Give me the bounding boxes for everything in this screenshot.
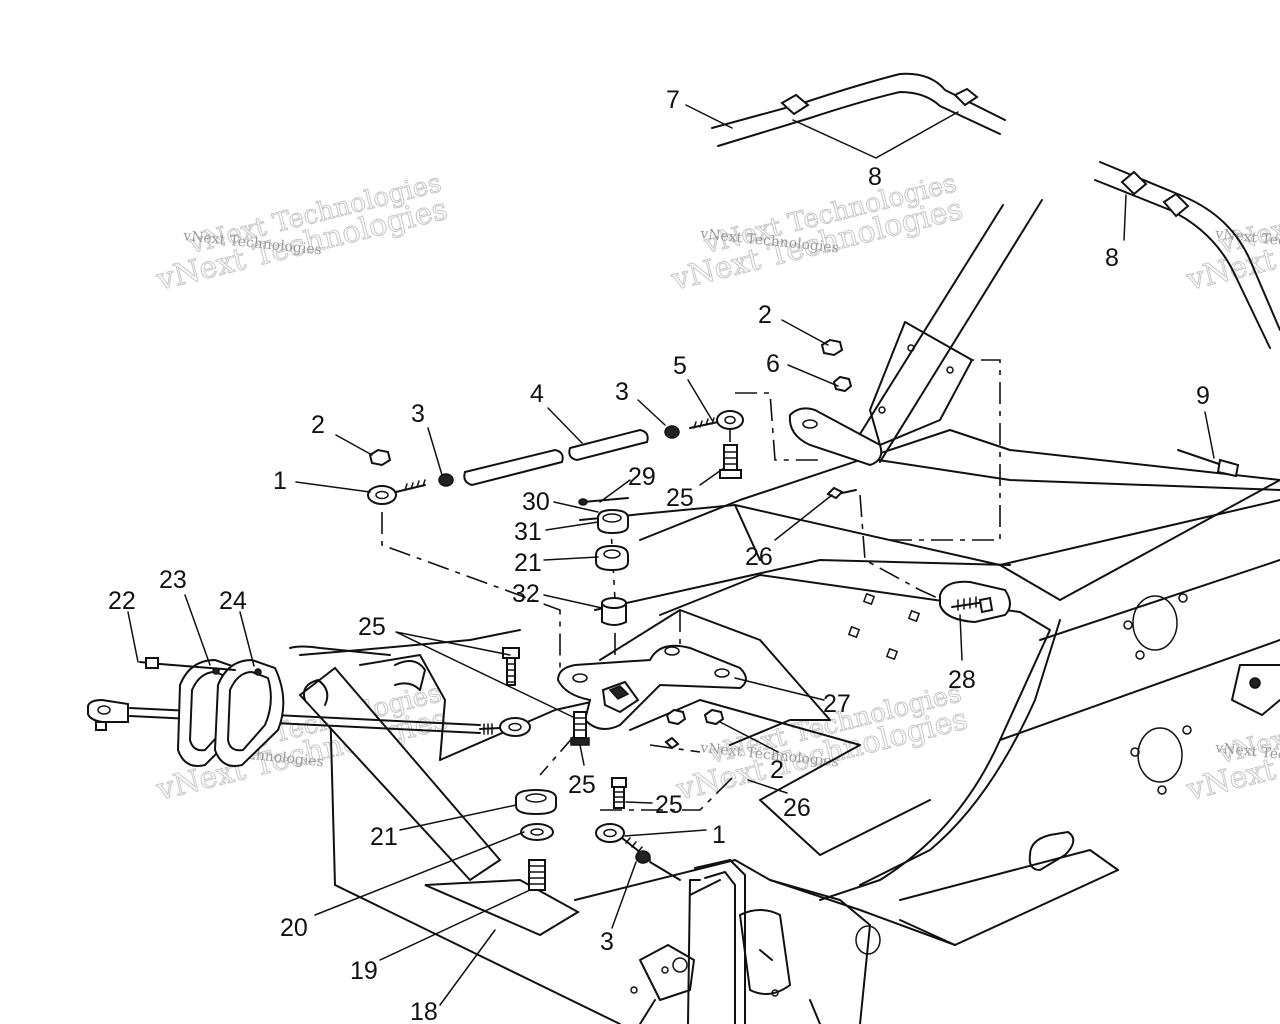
bolt-25-center xyxy=(573,711,587,739)
rod-end-lower-center xyxy=(595,823,681,881)
bolt-25-left xyxy=(502,647,520,659)
callout-3-right: 3 xyxy=(615,378,629,406)
callout-22: 22 xyxy=(108,587,136,615)
callout-2-right: 2 xyxy=(758,301,772,329)
callout-21-upper: 21 xyxy=(514,549,542,577)
callout-26-lower: 26 xyxy=(783,794,811,822)
callout-8-top: 8 xyxy=(868,163,882,191)
callout-27: 27 xyxy=(823,690,851,718)
callout-3-lower: 3 xyxy=(600,928,614,956)
callout-21-lower: 21 xyxy=(370,823,398,851)
rod-end-5 xyxy=(716,410,744,430)
callout-25-left: 25 xyxy=(358,613,386,641)
callout-32: 32 xyxy=(512,580,540,608)
rod-end-lower-left xyxy=(87,698,129,723)
lower-mount-stack xyxy=(515,788,557,891)
callout-1-lower: 1 xyxy=(712,821,726,849)
pivot-stack xyxy=(578,497,629,626)
clamp-right-2 xyxy=(1162,192,1190,218)
callout-25-upper: 25 xyxy=(666,484,694,512)
callout-7: 7 xyxy=(666,86,680,114)
jam-nut-2-left xyxy=(368,448,392,467)
tie-rod-tube-right xyxy=(568,428,649,462)
callout-31: 31 xyxy=(514,518,542,546)
rod-end-lower-right xyxy=(499,717,531,737)
callout-leaders xyxy=(127,104,1215,1006)
cotter-pin-26-lower xyxy=(664,736,680,750)
callout-labels: 7 8 8 2 6 5 3 4 3 2 1 9 29 30 31 21 32 2… xyxy=(108,86,1210,1024)
callout-25-lower: 25 xyxy=(655,791,683,819)
clamp-left-top xyxy=(780,93,810,116)
jam-nut-3-right xyxy=(664,425,680,439)
callout-25-center: 25 xyxy=(568,771,596,799)
steering-arm xyxy=(788,407,883,467)
callout-29: 29 xyxy=(628,463,656,491)
callout-26-upper: 26 xyxy=(745,543,773,571)
callout-18: 18 xyxy=(410,998,438,1024)
nut-2-under-right xyxy=(703,708,725,726)
lower-plate xyxy=(424,878,580,937)
jam-nut-3-left xyxy=(438,473,454,487)
jam-nut-3-lower xyxy=(635,850,651,864)
callout-9: 9 xyxy=(1196,382,1210,410)
rod-end-1 xyxy=(367,485,397,505)
stud-19 xyxy=(528,859,546,891)
callout-4: 4 xyxy=(530,380,544,408)
nut-6 xyxy=(832,375,853,393)
callout-28: 28 xyxy=(948,666,976,694)
tie-rod-assembly-lower xyxy=(87,657,531,767)
callout-24: 24 xyxy=(219,587,247,615)
callout-1-upper: 1 xyxy=(273,467,287,495)
bracket-28 xyxy=(939,580,1011,624)
idler-arm-27 xyxy=(556,644,747,750)
jam-nut-2-right xyxy=(820,338,844,357)
right-parts xyxy=(939,449,1240,624)
callout-5: 5 xyxy=(673,352,687,380)
callout-3-left: 3 xyxy=(411,400,425,428)
diagonal-arm xyxy=(298,666,502,882)
callout-19: 19 xyxy=(350,957,378,985)
bolt-25-lower xyxy=(611,777,627,788)
cotter-pin-29 xyxy=(582,497,629,503)
washer-20 xyxy=(520,823,554,841)
callout-30: 30 xyxy=(522,488,550,516)
clamp-right-top xyxy=(953,87,979,107)
spacer-32 xyxy=(601,602,627,626)
nut-2-under-left xyxy=(665,708,687,726)
callout-2-left: 2 xyxy=(311,411,325,439)
tie-rod-tube-left xyxy=(463,448,564,487)
callout-6: 6 xyxy=(766,350,780,378)
callout-2-lower: 2 xyxy=(770,756,784,784)
tie-rod-assembly-upper xyxy=(367,338,883,505)
clamp-right-1 xyxy=(1120,170,1148,196)
screw-9 xyxy=(1177,449,1223,466)
callout-23: 23 xyxy=(159,566,187,594)
callout-8-right: 8 xyxy=(1105,244,1119,272)
center-bolts xyxy=(502,647,627,809)
callout-20: 20 xyxy=(280,914,308,942)
